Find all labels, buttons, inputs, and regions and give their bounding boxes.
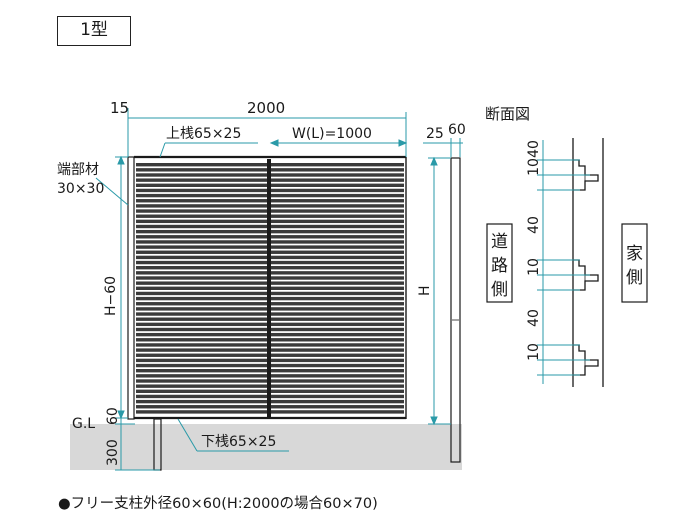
side-char: 路 [491,256,508,276]
side-char: 道 [491,232,508,252]
dim-width-l: W(L)=1000 [292,126,372,142]
dim-height-minus: H−60 [103,276,119,316]
section-dim-label: 10 [526,158,542,176]
dim-post-b: 60 [448,122,466,138]
side-char: 側 [626,268,643,288]
house-side-box: 家側 [621,223,648,303]
section-title: 断面図 [485,105,530,123]
section-dim-label: 40 [526,140,542,158]
footnote: ●フリー支柱外径60×60(H:2000の場合60×70) [58,496,378,512]
section-dim-label: 10 [526,343,542,361]
label-end-member-size: 30×30 [57,181,104,197]
dim-left-offset: 15 [110,99,129,117]
label-top-rail: 上桟65×25 [166,126,241,142]
right-post [450,157,461,463]
label-gl: G.L [72,416,95,432]
dimension-lines [95,108,463,471]
fence-frame [127,155,461,471]
left-end-member [127,156,135,420]
side-char: 側 [491,280,508,300]
label-bottom-rail: 下桟65×25 [201,434,276,450]
dim-gl-gap: 60 [105,407,121,425]
section-dim-label: 40 [526,216,542,234]
section-dim-lines [537,140,590,384]
center-post [267,159,271,417]
label-end-member: 端部材 [57,162,99,178]
diagram-title: 1型 [57,16,131,46]
side-char: 家 [626,244,643,264]
road-side-box: 道路側 [486,223,513,303]
dim-total-width: 2000 [247,99,285,117]
dim-height: H [417,285,433,296]
section-dim-label: 40 [526,309,542,327]
ground-band [70,424,462,470]
dim-embed: 300 [105,439,121,466]
dim-post-a: 25 [426,126,444,142]
section-dim-label: 10 [526,258,542,276]
